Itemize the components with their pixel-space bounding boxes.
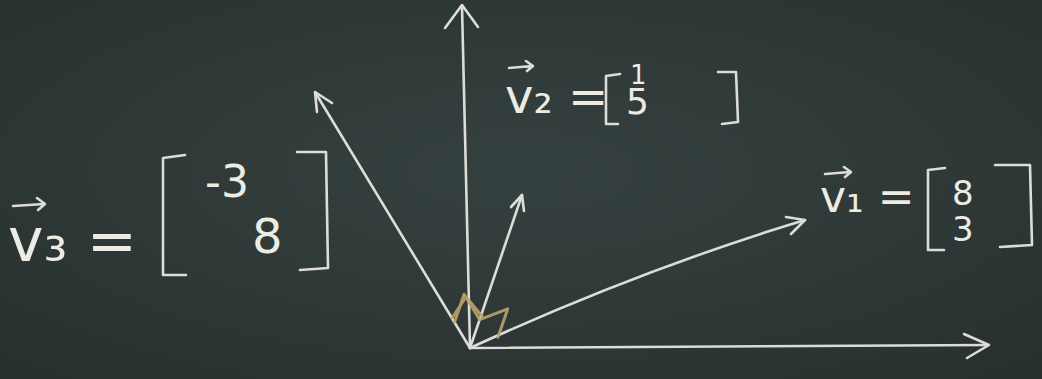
matrix-bracket [297, 152, 328, 270]
vector-component: 5 [626, 84, 649, 120]
vector-v3-arrowhead [315, 92, 332, 112]
right-angle-marker [452, 297, 482, 318]
right-angle-marker [480, 309, 508, 337]
vector-component: 8 [952, 176, 974, 210]
vector-component: -3 [205, 160, 249, 204]
vector-component: 8 [252, 212, 283, 260]
y-axis-arrowhead [445, 5, 478, 28]
x-axis-arrowhead [964, 334, 989, 358]
vector-v2-arrowhead [511, 195, 524, 211]
x-axis [470, 345, 988, 348]
vector-accent-arrow [509, 61, 533, 71]
vector-component: 3 [952, 212, 974, 246]
vector-name: v₁ = [820, 175, 915, 219]
matrix-bracket [995, 165, 1032, 247]
vector-v3 [315, 92, 470, 348]
matrix-bracket [718, 72, 738, 124]
vector-accent-arrow [13, 198, 45, 210]
vector-name: v₂ = [505, 72, 608, 120]
vector-v2 [470, 195, 522, 348]
matrix-bracket [928, 168, 945, 250]
vector-v1 [470, 220, 805, 348]
vector-v1-arrowhead [786, 217, 805, 234]
vector-name: v₃ = [8, 210, 137, 270]
matrix-bracket [163, 155, 186, 275]
